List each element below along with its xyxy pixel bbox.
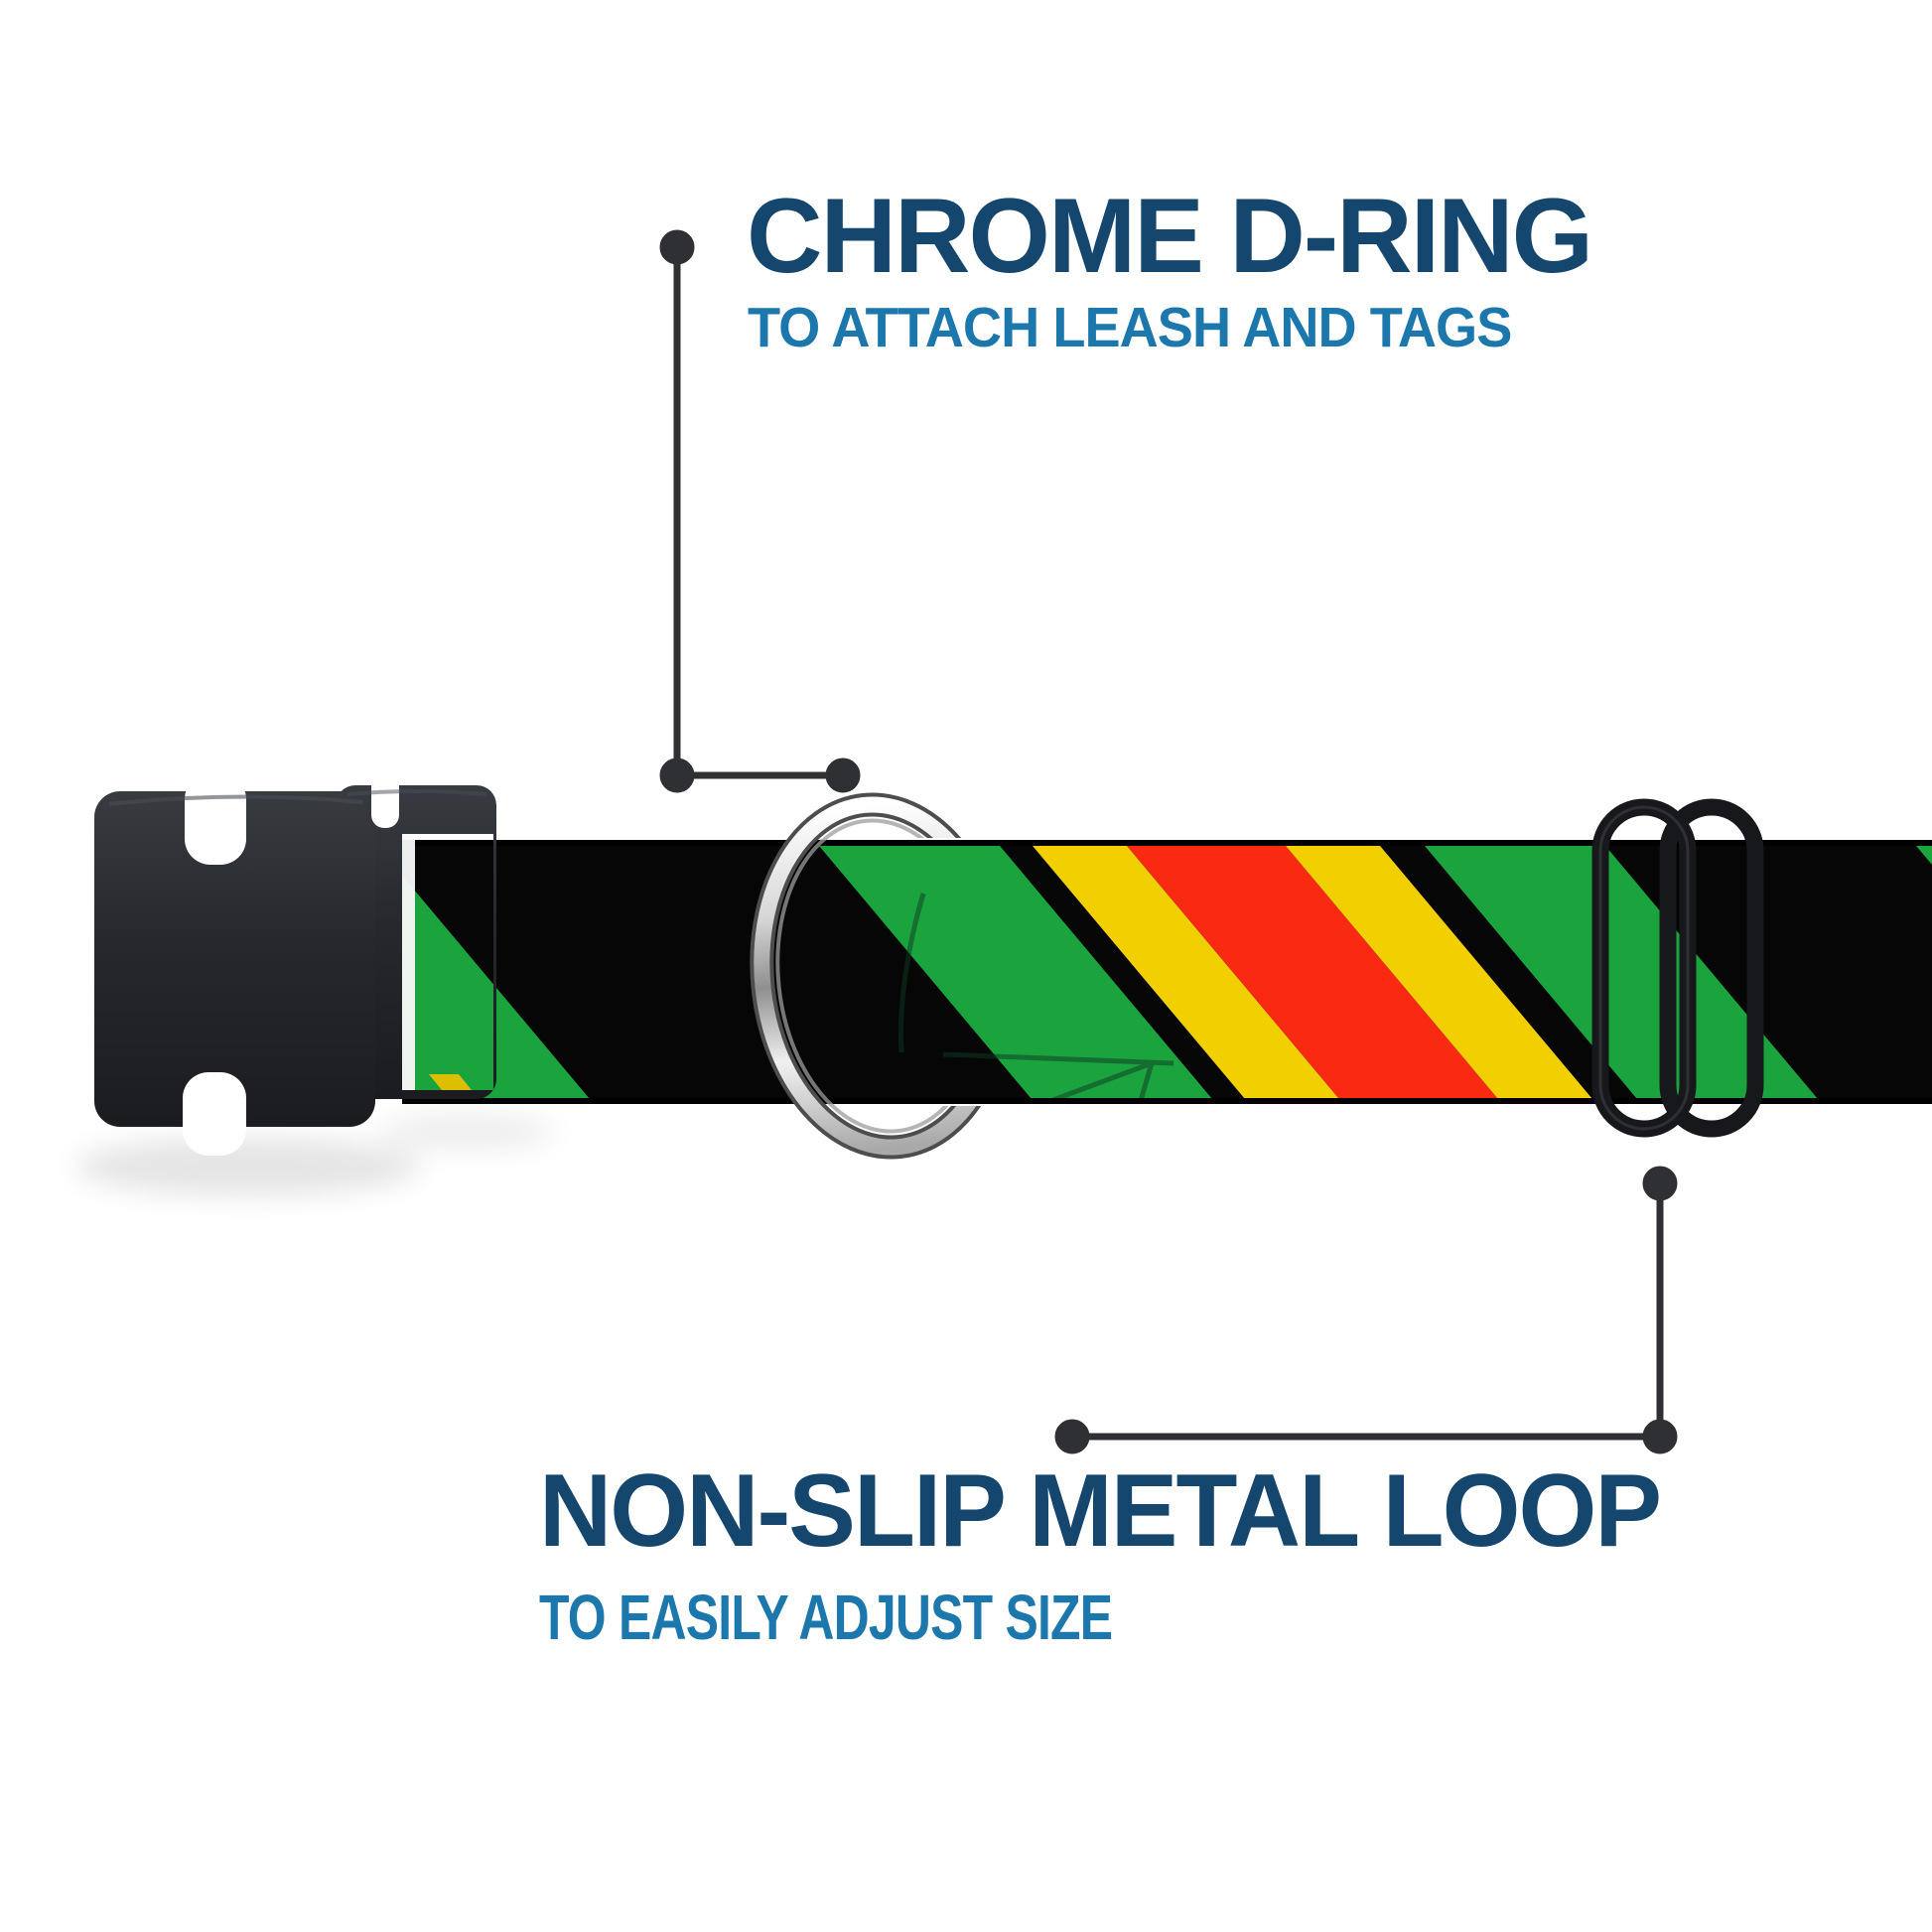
top-callout-dot-part-end	[825, 758, 861, 793]
bottom-callout-dot-text-end	[1054, 1419, 1090, 1454]
stripe-green	[402, 840, 595, 1104]
bottom-callout-dot-part-end	[1642, 1166, 1678, 1201]
buckle-bottom-notch	[183, 1072, 246, 1156]
collar-band	[402, 840, 1932, 1104]
buckle-top-notch	[185, 773, 246, 865]
buckle-slit-highlight	[402, 834, 415, 1090]
webbing-fold-sliver	[429, 1074, 472, 1090]
callout-markers	[659, 229, 1678, 1454]
adjuster-right-lobe	[1659, 798, 1764, 1138]
d-ring-front-limb	[750, 838, 870, 1106]
webbing-stripes	[402, 840, 1932, 1104]
buckle-saddle-notch	[371, 774, 399, 828]
webbing-print-detail	[898, 893, 1174, 1104]
stripe-green	[1419, 840, 1823, 1104]
bottom-callout-title: NON-SLIP METAL LOOP	[539, 1453, 1662, 1569]
top-callout-subtitle: TO ATTACH LEASH AND TAGS	[748, 296, 1512, 359]
buckle-highlight	[108, 794, 363, 806]
adjuster-highlight	[1598, 805, 1690, 1131]
stripe-yellow	[1280, 840, 1597, 1104]
buckle-highlight	[346, 789, 487, 796]
bottom-callout-subtitle: TO EASILY ADJUST SIZE	[539, 1582, 1113, 1653]
webbing-bottom-edge	[402, 1098, 1932, 1104]
webbing-shadow	[377, 1114, 556, 1150]
stripe-yellow	[1027, 840, 1344, 1104]
side-release-buckle	[94, 773, 496, 1156]
top-callout-dot-text-end	[659, 229, 695, 265]
buckle-body	[94, 791, 375, 1127]
top-callout-title: CHROME D-RING	[747, 176, 1593, 295]
stripe-red	[1121, 840, 1503, 1104]
top-callout-dot-elbow	[659, 758, 695, 793]
buckle-shadow	[74, 1137, 422, 1196]
buckle-head	[336, 785, 496, 1099]
bottom-callout-dot-elbow	[1642, 1419, 1678, 1454]
stripe-green	[813, 840, 1217, 1104]
webbing-top-edge	[402, 840, 1932, 846]
